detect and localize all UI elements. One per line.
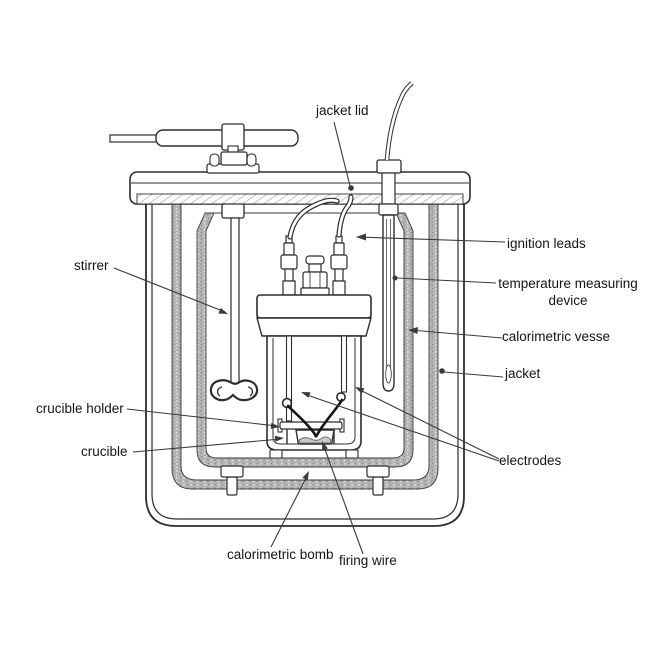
stirrer-drawing bbox=[109, 123, 299, 402]
label-jacket-lid: jacket lid bbox=[316, 103, 369, 118]
label-crucible-holder: crucible holder bbox=[36, 401, 124, 416]
label-temperature-measuring-device: temperature measuring device bbox=[498, 276, 638, 308]
label-firing-wire: firing wire bbox=[339, 553, 397, 568]
calorimetric-vessel-drawing bbox=[196, 212, 414, 496]
label-calorimetric-bomb: calorimetric bomb bbox=[227, 547, 334, 562]
electrodes-drawing bbox=[281, 335, 348, 422]
leader-lines bbox=[113, 121, 506, 555]
label-ignition-leads: ignition leads bbox=[507, 236, 586, 251]
label-jacket: jacket bbox=[505, 366, 541, 381]
jacket-lid-drawing bbox=[129, 171, 471, 205]
calorimetric-bomb-drawing bbox=[256, 235, 372, 459]
label-electrodes: electrodes bbox=[499, 453, 562, 468]
jacket-drawing bbox=[145, 203, 465, 527]
firing-wire-drawing bbox=[286, 398, 344, 438]
label-calorimetric-vessel: calorimetric vesse bbox=[502, 329, 611, 344]
ignition-leads-drawing bbox=[287, 194, 354, 240]
label-crucible: crucible bbox=[81, 444, 128, 459]
label-stirrer: stirrer bbox=[74, 258, 109, 273]
thermometer-drawing bbox=[376, 81, 414, 392]
